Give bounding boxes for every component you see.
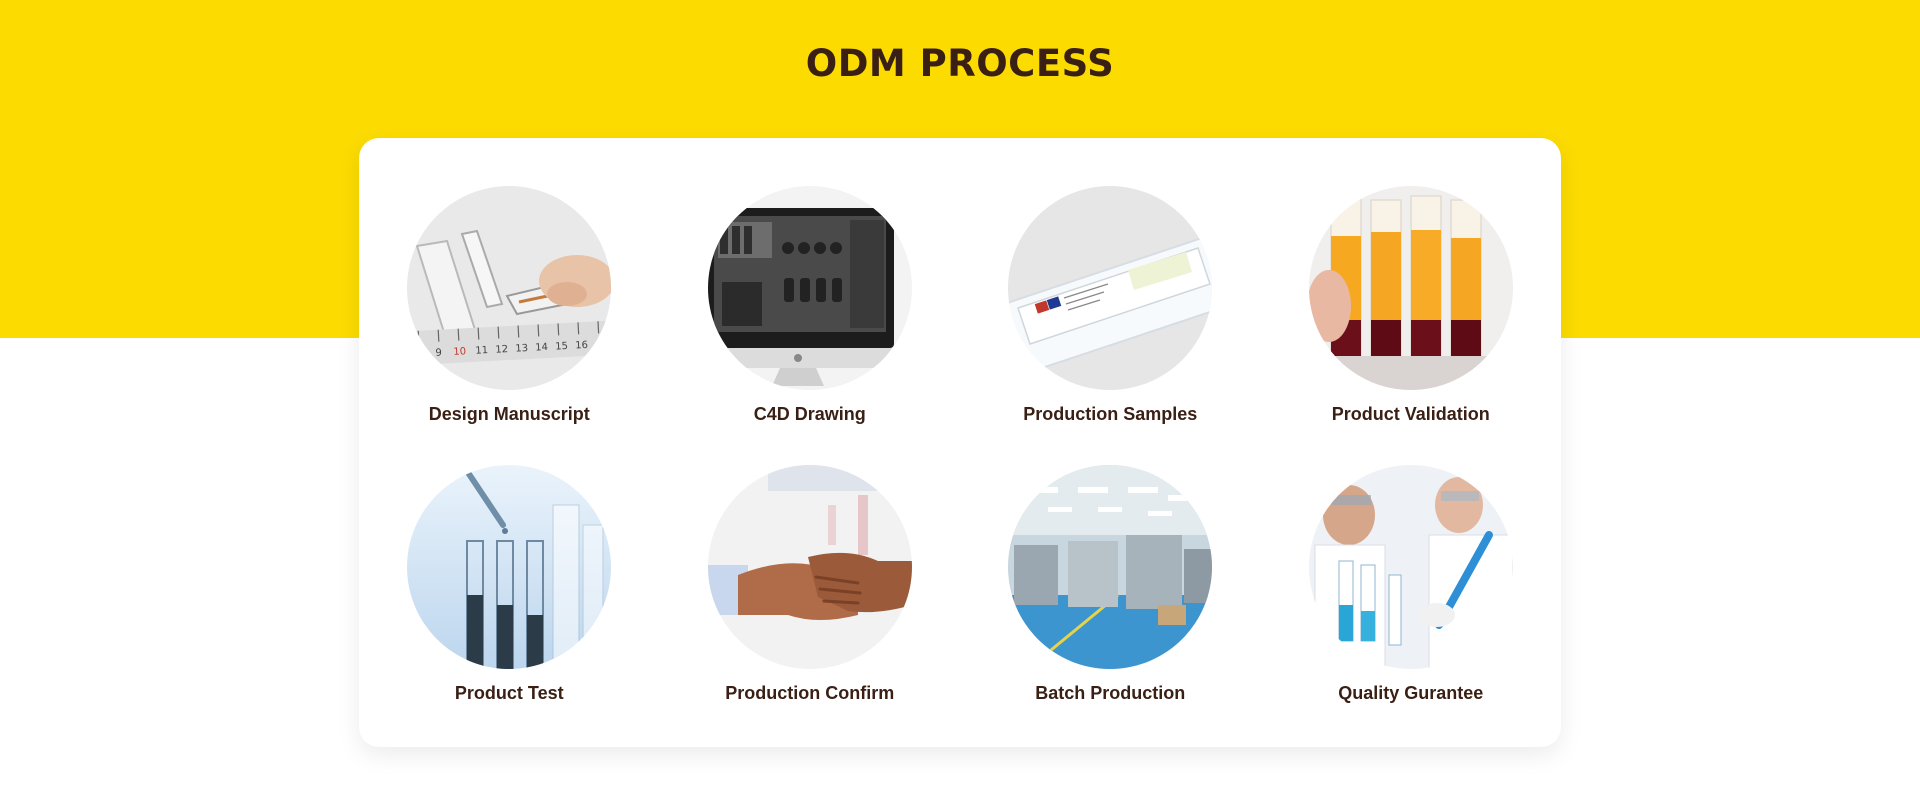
blood-tubes-photo — [1308, 186, 1513, 390]
section-title: ODM PROCESS — [805, 42, 1115, 85]
monitor-photo — [707, 186, 912, 390]
svg-text:15: 15 — [555, 341, 568, 353]
step-quality-gurantee[interactable]: Quality Gurantee — [1261, 465, 1562, 704]
step-label: Batch Production — [1035, 683, 1186, 703]
step-label: Product Validation — [1331, 404, 1490, 424]
svg-text:11: 11 — [475, 345, 488, 357]
step-label: Quality Gurantee — [1338, 683, 1484, 703]
svg-text:16: 16 — [575, 340, 588, 352]
handshake-photo — [707, 465, 912, 669]
step-design-manuscript[interactable]: 9 10 11 12 13 14 15 16 Design Manuscript — [359, 186, 660, 425]
svg-text:10: 10 — [453, 346, 466, 358]
step-label: Production Confirm — [725, 683, 895, 703]
step-production-confirm[interactable]: Production Confirm — [660, 465, 961, 704]
svg-text:13: 13 — [515, 343, 528, 355]
step-label: Design Manuscript — [428, 404, 590, 424]
step-product-validation[interactable]: Product Validation — [1261, 186, 1562, 425]
process-grid: 9 10 11 12 13 14 15 16 Design Manuscript — [359, 186, 1561, 704]
factory-floor-photo — [1008, 465, 1213, 669]
test-tubes-photo — [407, 465, 612, 669]
step-c4d-drawing[interactable]: C4D Drawing — [660, 186, 961, 425]
step-product-test[interactable]: Product Test — [359, 465, 660, 704]
step-production-samples[interactable]: Production Samples — [960, 186, 1261, 425]
svg-text:14: 14 — [535, 342, 548, 354]
step-label: C4D Drawing — [753, 404, 866, 424]
process-card: 9 10 11 12 13 14 15 16 Design Manuscript — [359, 138, 1561, 747]
packaged-swab-photo — [1008, 186, 1213, 390]
svg-text:9: 9 — [435, 348, 442, 359]
ruler-sketch-photo: 9 10 11 12 13 14 15 16 — [407, 186, 612, 390]
step-label: Production Samples — [1023, 404, 1198, 424]
step-label: Product Test — [454, 683, 564, 703]
svg-text:12: 12 — [495, 344, 508, 356]
lab-technician-photo — [1308, 465, 1513, 669]
step-batch-production[interactable]: Batch Production — [960, 465, 1261, 704]
